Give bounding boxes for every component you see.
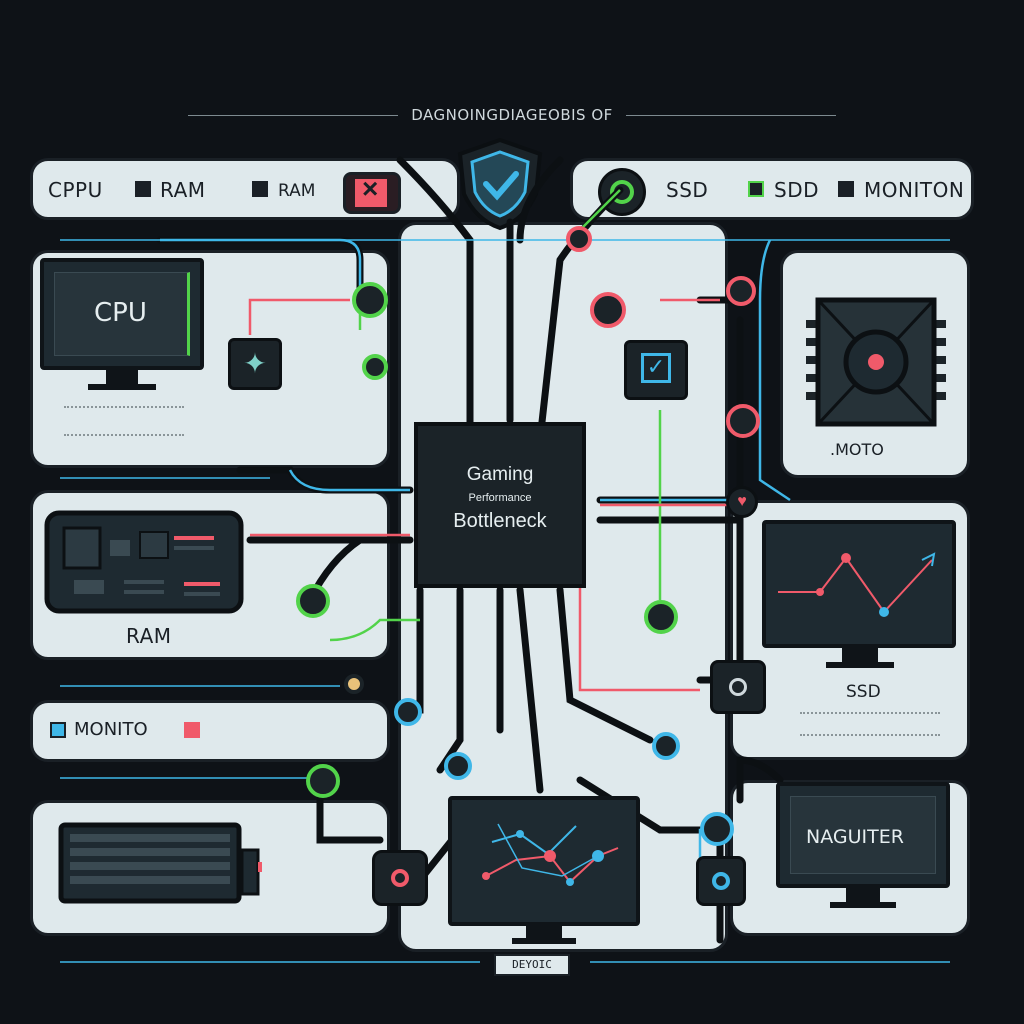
legend-label-moniton: MONITON [864, 178, 965, 202]
node-green-4 [644, 600, 678, 634]
title-rule-right [626, 115, 837, 116]
warning-x-icon: × [343, 172, 401, 214]
legend-swatch-sdd [748, 181, 764, 197]
cpu-monitor: CPU [40, 258, 204, 370]
ssd-monitor [762, 520, 956, 648]
legend-label-ssd: SSD [666, 178, 709, 202]
center-chip-line3: Bottleneck [453, 510, 547, 532]
right-monitor-base [830, 902, 896, 908]
ssd-monitor-stand [842, 648, 878, 662]
node-blue-3 [652, 732, 680, 760]
network-chart [482, 823, 619, 886]
center-chip-line2: Performance [468, 492, 532, 504]
legend-swatch-red [184, 722, 200, 738]
cpu-monitor-label: CPU [94, 298, 147, 328]
check-box-icon: ✓ [624, 340, 688, 400]
node-red-1 [566, 226, 592, 252]
ssd-line-chart [778, 552, 936, 617]
node-blue-1 [394, 698, 422, 726]
legend-swatch-ram [135, 181, 151, 197]
right-monitor-label: NAGUITER [806, 826, 904, 848]
legend-swatch-moniton [838, 181, 854, 197]
node-green-5 [306, 764, 340, 798]
monitor-legend-panel [30, 700, 390, 762]
leaf-icon: ✦ [228, 338, 282, 390]
node-red-3 [726, 276, 756, 306]
top-right-legend-panel [570, 158, 974, 220]
cpu-caption-lines [64, 406, 184, 436]
diagram-title: DAGNOINGDIAGEOBIS OF [0, 106, 1024, 124]
right-monitor: NAGUITER [776, 782, 950, 888]
cpu-monitor-base [88, 384, 156, 390]
keyboard-icon [58, 822, 262, 904]
center-monitor [448, 796, 640, 926]
motherboard-label: RAM [126, 624, 172, 648]
node-chip-red [372, 850, 428, 906]
legend-label-monito: MONITO [74, 719, 148, 740]
legend-node-icon [598, 168, 646, 216]
center-monitor-base [512, 938, 576, 944]
title-text: DAGNOINGDIAGEOBIS OF [411, 106, 613, 124]
cpu-monitor-stand [106, 370, 138, 384]
ssd-label: SSD [846, 682, 881, 702]
center-monitor-stand [526, 926, 562, 938]
node-green-2 [362, 354, 388, 380]
node-heart-icon: ♥ [726, 486, 758, 518]
center-chip-line1: Gaming [466, 464, 534, 485]
node-red-4 [726, 404, 760, 438]
right-monitor-stand [846, 888, 880, 902]
motherboard-icon [44, 510, 244, 614]
ssd-caption-lines [800, 712, 940, 736]
title-rule-left [187, 115, 398, 116]
processor-icon [806, 297, 946, 427]
node-blue-2 [444, 752, 472, 780]
legend-swatch-ram-2 [252, 181, 268, 197]
processor-label: .MOTO [830, 440, 884, 459]
legend-label-ram: RAM [160, 178, 206, 202]
node-yellow-1 [344, 674, 364, 694]
bottom-label: DEYOIC [494, 954, 570, 976]
node-red-2 [590, 292, 626, 328]
node-green-3 [296, 584, 330, 618]
legend-swatch-monito [50, 722, 66, 738]
ssd-monitor-base [826, 662, 894, 668]
legend-label-cppu: CPPU [48, 178, 103, 202]
center-chip: Gaming Performance Bottleneck [414, 422, 586, 588]
node-green-1 [352, 282, 388, 318]
legend-label-ram-2: RAM [278, 181, 316, 201]
legend-label-sdd: SDD [774, 178, 819, 202]
node-chip-blue [696, 856, 746, 906]
node-chip-power [710, 660, 766, 714]
node-blue-4 [700, 812, 734, 846]
